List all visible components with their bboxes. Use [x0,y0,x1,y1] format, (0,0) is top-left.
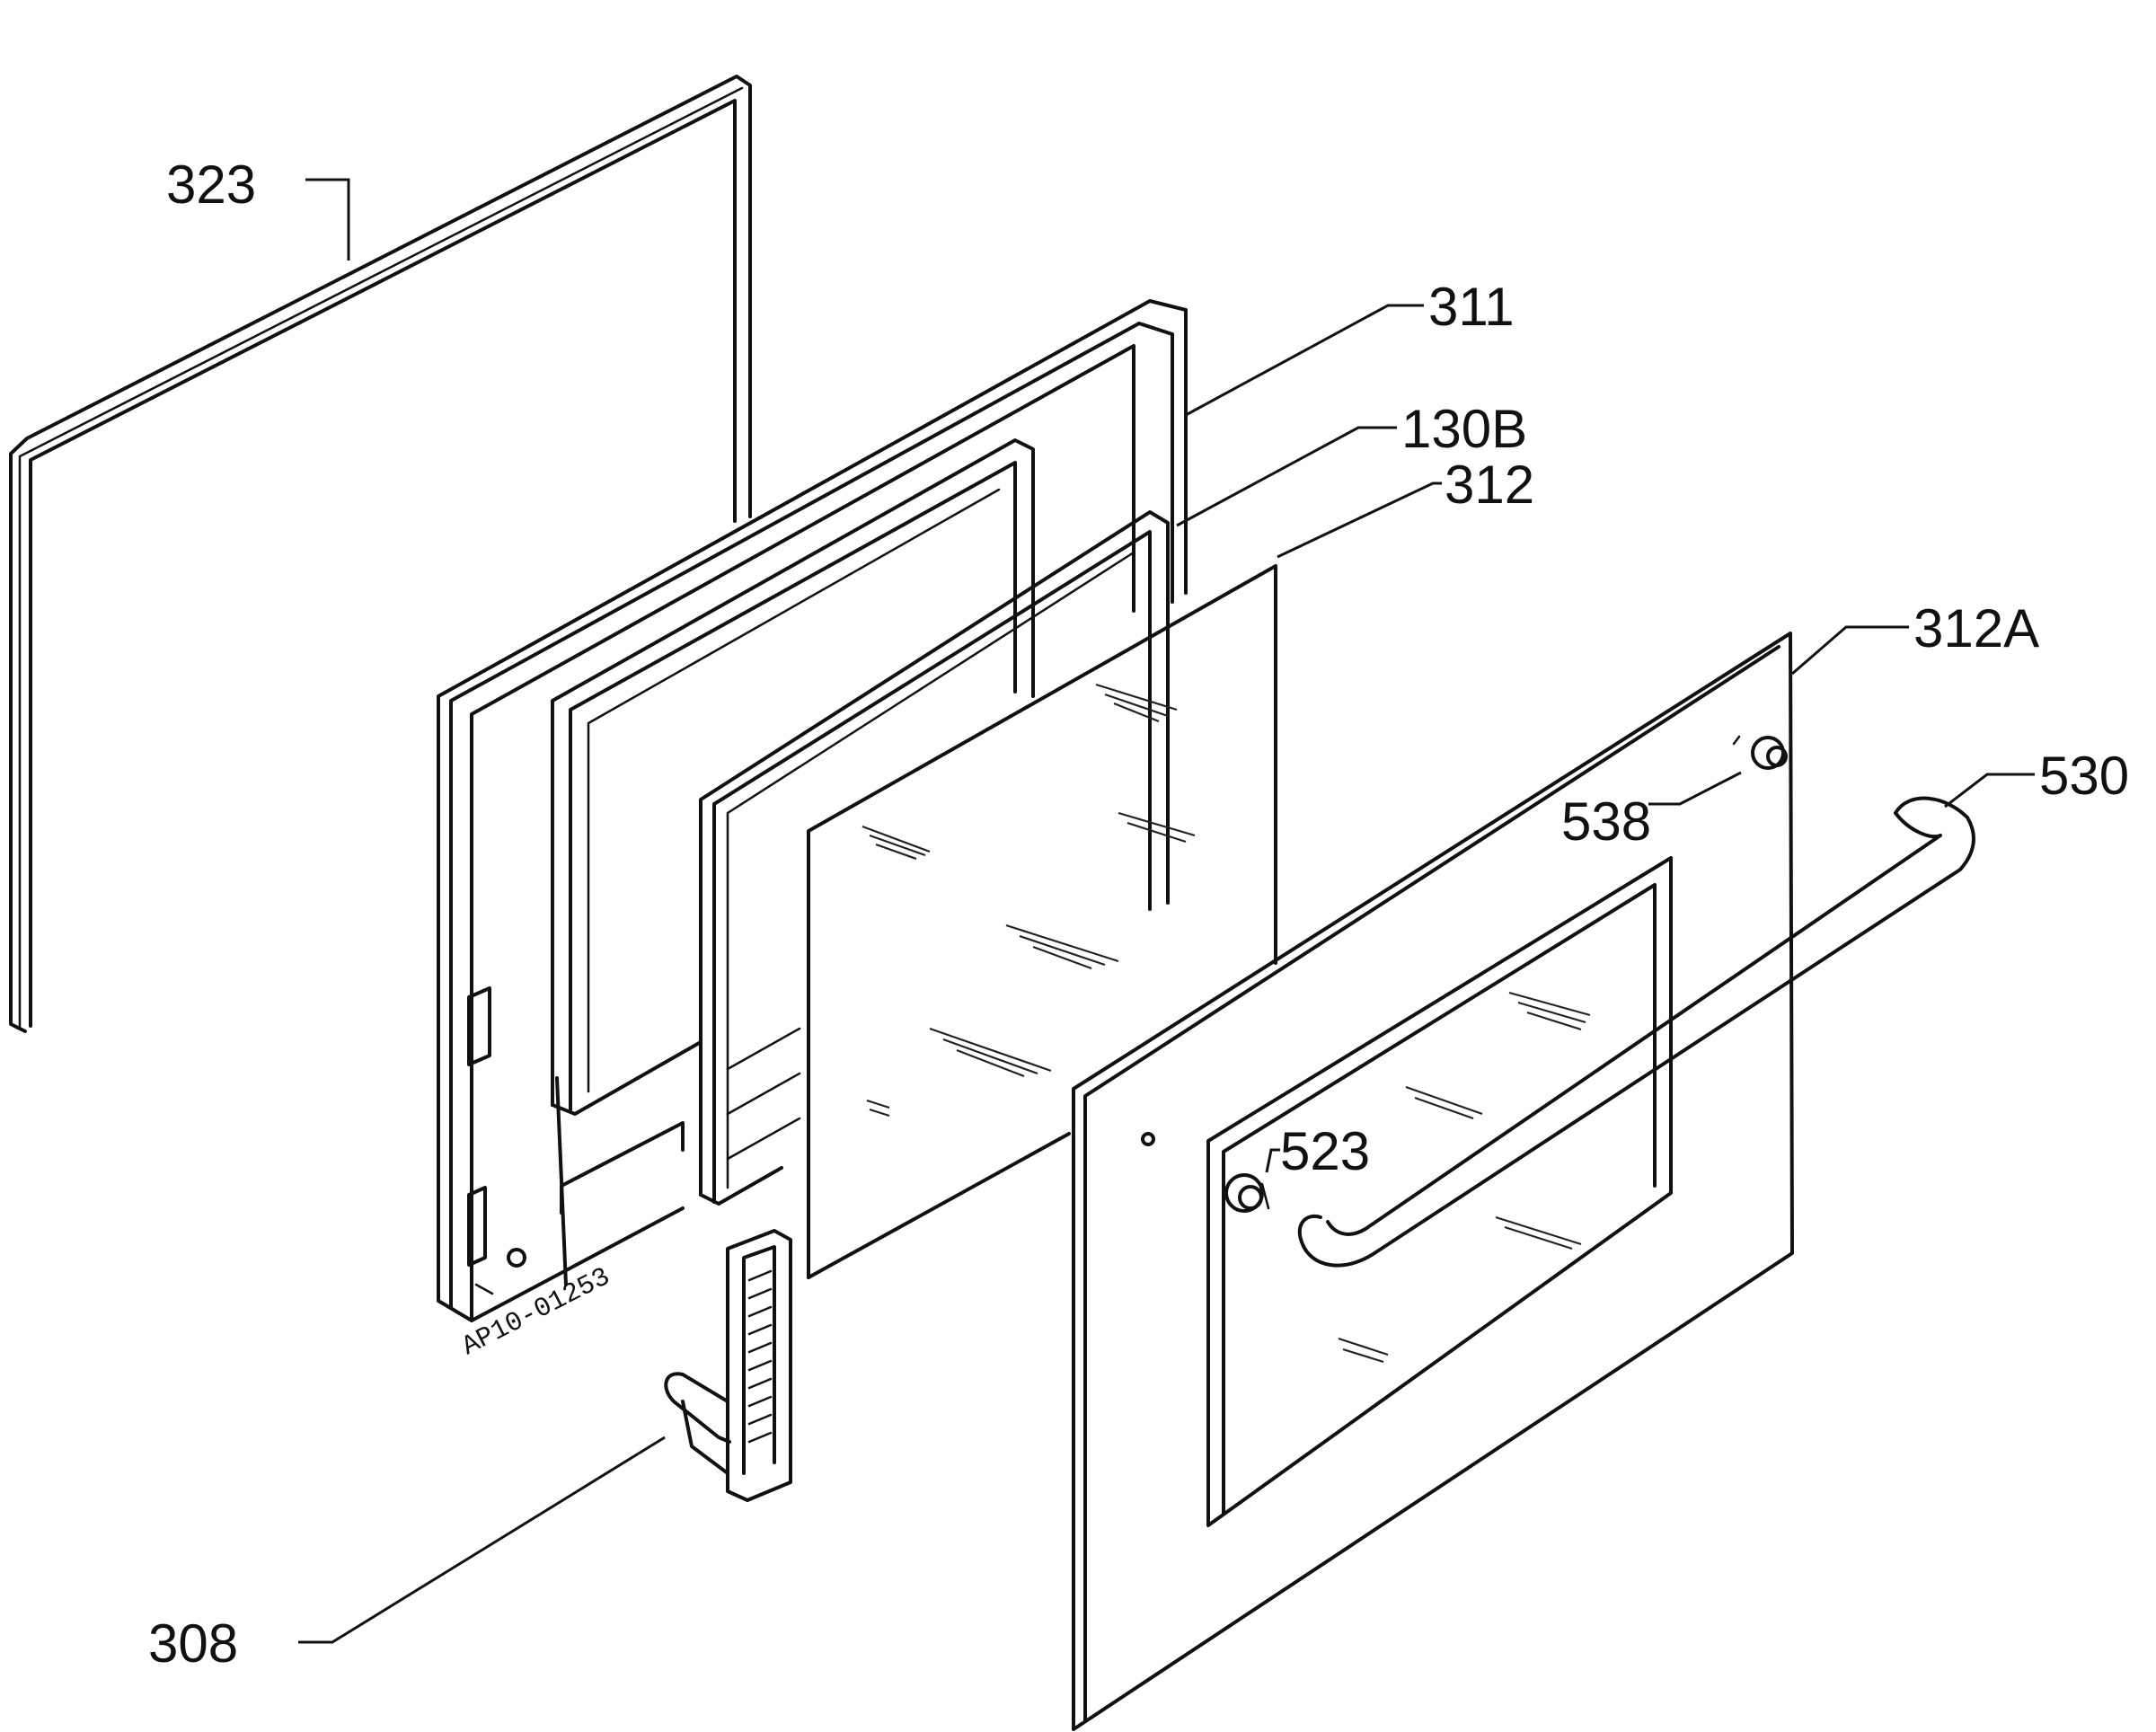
part-523-screw [1224,1173,1270,1213]
leader-308 [298,1436,666,1644]
label-311: 311 [1428,277,1515,337]
label-530: 530 [2039,746,2129,806]
label-308: 308 [148,1613,238,1674]
label-130b: 130B [1401,399,1527,459]
label-312: 312 [1445,455,1534,515]
leader-311 [1185,304,1424,417]
leader-530 [1944,773,2035,809]
leader-lines [298,178,2035,1644]
part-311-inner-frame [437,299,1188,1322]
label-312a: 312A [1913,598,2039,658]
leader-312 [1277,482,1442,559]
drawing-code: AP10-01253 [457,1262,615,1363]
label-538: 538 [1561,791,1651,852]
leader-538 [1648,771,1742,806]
part-308-hinge [664,1229,792,1502]
part-130b-glass-frame [699,510,1170,1206]
leader-130b [1176,426,1397,527]
part-312-inner-glass [807,564,1277,1279]
part-530-door-handle [1297,796,1975,1268]
leader-323 [305,178,350,261]
leader-523 [1265,1148,1280,1173]
label-523: 523 [1280,1121,1370,1181]
part-323-door-seal [9,75,752,1033]
part-538-bushing [1732,735,1788,770]
part-312a-outer-panel [1072,632,1794,1731]
label-323: 323 [166,155,256,215]
leader-312a [1791,625,1909,676]
